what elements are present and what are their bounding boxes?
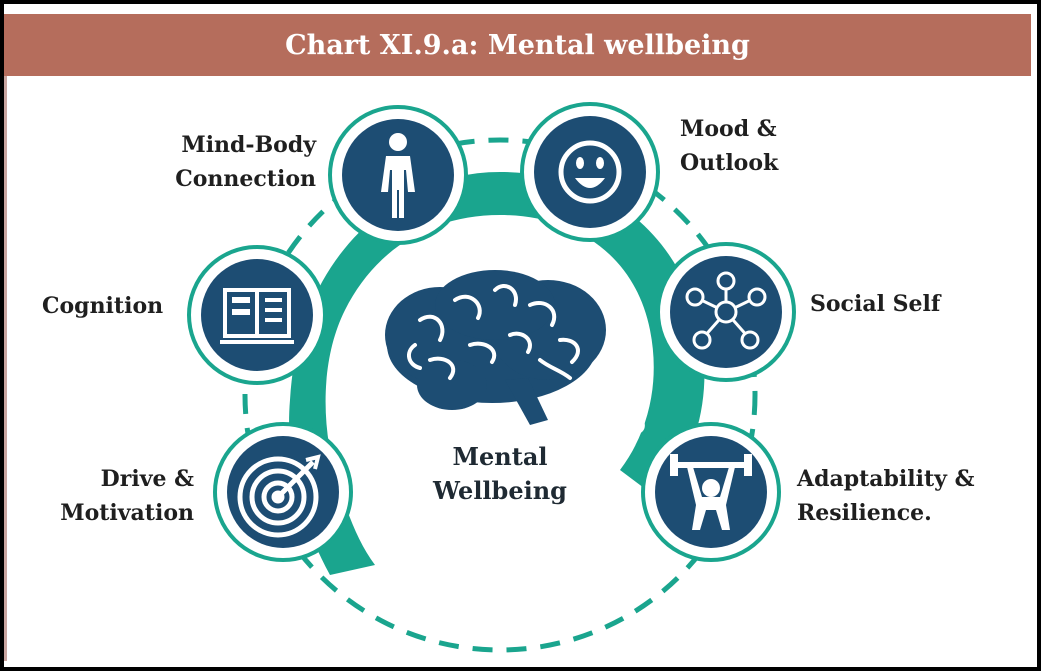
label-mood: Mood & Outlook [680,112,778,180]
label-adaptability-line1: Adaptability & [797,466,975,492]
item-circle-adaptability [641,422,781,562]
item-circle-drive [213,422,353,562]
target-icon [237,454,321,538]
label-adaptability-line2: Resilience. [797,500,932,526]
brain-icon [385,270,606,425]
person-icon [381,133,415,218]
label-mood-line2: Outlook [680,150,779,176]
center-label-line1: Mental [452,442,548,471]
center-label-line2: Wellbeing [433,476,567,505]
item-circle-mood [520,102,660,242]
label-cognition: Cognition [42,289,163,323]
label-mind-body-line2: Connection [175,166,316,192]
book-icon [220,288,294,344]
label-mind-body-line1: Mind-Body [181,132,316,158]
label-social: Social Self [810,287,940,321]
chart-title: Chart XI.9.a: Mental wellbeing [285,29,750,61]
label-drive: Drive & Motivation [44,462,194,530]
network-icon [685,271,767,350]
weightlifter-icon [670,454,752,530]
center-label: Mental Wellbeing [410,440,590,508]
item-circle-social [656,242,796,382]
left-accent-rule [4,76,7,661]
smiley-icon [558,140,622,204]
label-drive-line1: Drive & [100,466,194,492]
label-mind-body: Mind-Body Connection [166,128,316,196]
brain-folds [407,284,580,380]
dashed-orbit-ring [242,137,758,653]
chart-header: Chart XI.9.a: Mental wellbeing [4,14,1031,76]
label-social-line1: Social Self [810,291,941,317]
label-cognition-line1: Cognition [42,293,164,319]
label-mood-line1: Mood & [680,116,777,142]
item-circle-mind-body [328,105,468,245]
label-drive-line2: Motivation [60,500,194,526]
label-adaptability: Adaptability & Resilience. [797,462,974,530]
item-circle-cognition [187,245,327,385]
